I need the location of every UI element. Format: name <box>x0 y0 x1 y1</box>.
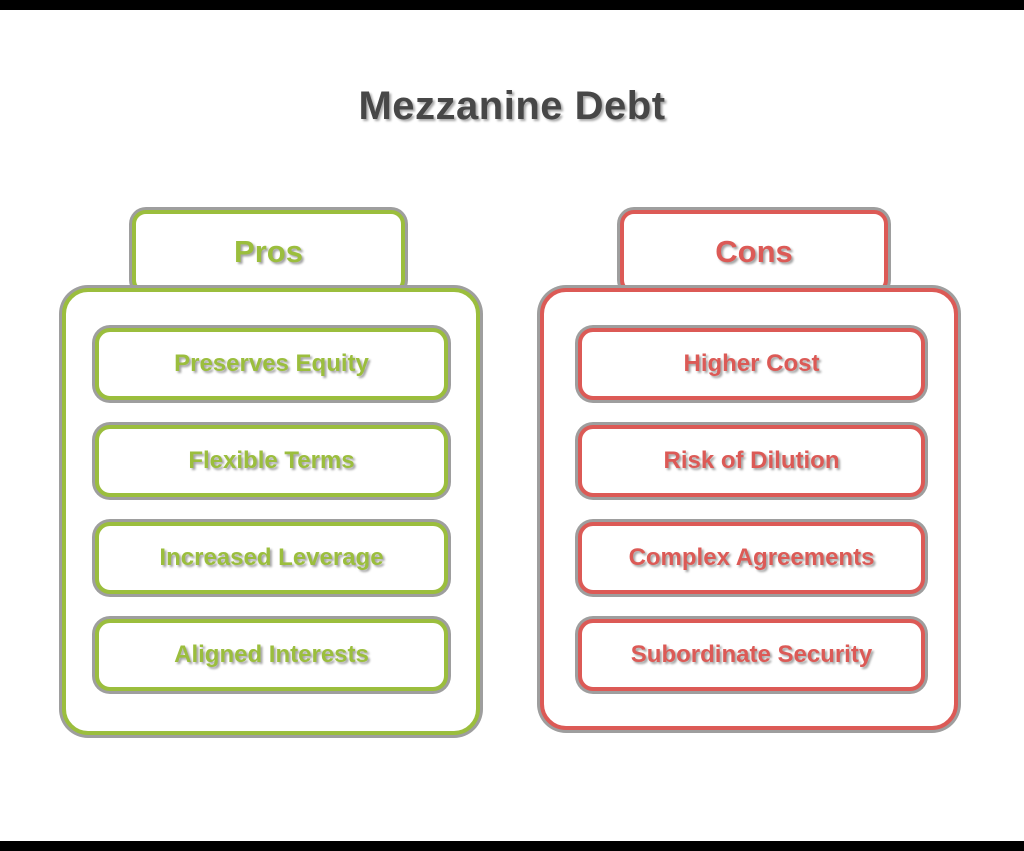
cons-item-label: Complex Agreements <box>628 544 875 571</box>
cons-item-label: Risk of Dilution <box>663 447 840 474</box>
cons-item-complex-agreements: Complex Agreements <box>578 522 925 594</box>
pros-item-label: Increased Leverage <box>159 544 384 571</box>
cons-header-label: Cons <box>715 234 793 269</box>
pros-item-aligned-interests: Aligned Interests <box>95 619 448 691</box>
pros-item-label: Flexible Terms <box>188 447 355 474</box>
pros-item-label: Preserves Equity <box>174 350 369 377</box>
pros-item-increased-leverage: Increased Leverage <box>95 522 448 594</box>
pros-header-tab: Pros <box>132 210 405 294</box>
pros-item-flexible-terms: Flexible Terms <box>95 425 448 497</box>
cons-item-risk-of-dilution: Risk of Dilution <box>578 425 925 497</box>
cons-header-tab: Cons <box>620 210 888 294</box>
top-letterbox-bar <box>0 0 1024 10</box>
pros-item-label: Aligned Interests <box>174 641 369 668</box>
pros-item-preserves-equity: Preserves Equity <box>95 328 448 400</box>
cons-item-label: Higher Cost <box>683 350 820 377</box>
pros-header-label: Pros <box>234 234 303 269</box>
diagram-title: Mezzanine Debt <box>358 84 666 128</box>
cons-item-subordinate-security: Subordinate Security <box>578 619 925 691</box>
bottom-letterbox-bar <box>0 841 1024 851</box>
cons-item-higher-cost: Higher Cost <box>578 328 925 400</box>
cons-item-label: Subordinate Security <box>630 641 873 668</box>
